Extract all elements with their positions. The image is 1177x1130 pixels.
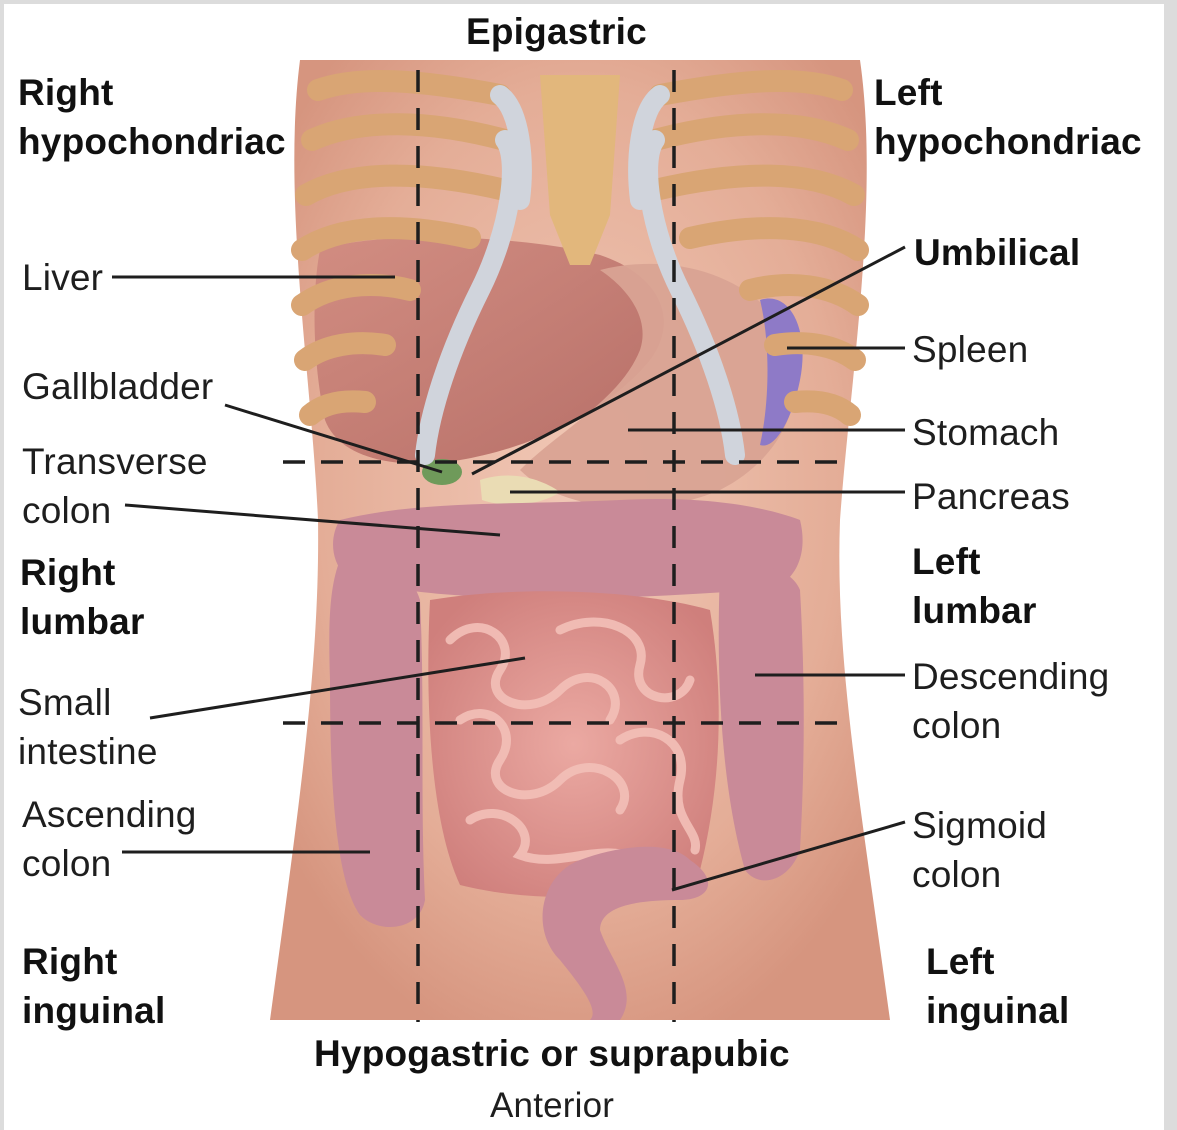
label-spleen: Spleen: [912, 325, 1028, 374]
label-right-hypochondriac: Right hypochondriac: [18, 68, 286, 166]
label-left-lumbar: Left lumbar: [912, 537, 1037, 635]
label-descending-colon-line2: colon: [912, 701, 1109, 750]
label-small-intestine: Small intestine: [18, 678, 158, 776]
label-right-inguinal-line2: inguinal: [22, 986, 165, 1035]
label-pancreas: Pancreas: [912, 472, 1070, 521]
label-right-hypochondriac-line1: Right: [18, 68, 286, 117]
label-right-lumbar-line2: lumbar: [20, 597, 145, 646]
label-left-lumbar-line1: Left: [912, 537, 1037, 586]
label-ascending-colon: Ascending colon: [22, 790, 197, 888]
label-right-lumbar-line1: Right: [20, 548, 145, 597]
label-left-hypochondriac-line1: Left: [874, 68, 1142, 117]
label-anterior-view: Anterior: [490, 1083, 614, 1129]
label-left-hypochondriac-line2: hypochondriac: [874, 117, 1142, 166]
label-small-intestine-line1: Small: [18, 678, 158, 727]
label-transverse-colon: Transverse colon: [22, 437, 208, 535]
label-left-lumbar-line2: lumbar: [912, 586, 1037, 635]
label-epigastric: Epigastric: [466, 7, 647, 56]
label-small-intestine-line2: intestine: [18, 727, 158, 776]
label-sigmoid-colon-line2: colon: [912, 850, 1047, 899]
label-liver: Liver: [22, 253, 103, 302]
label-ascending-colon-line2: colon: [22, 839, 197, 888]
label-right-inguinal: Right inguinal: [22, 937, 165, 1035]
label-left-inguinal-line1: Left: [926, 937, 1069, 986]
label-transverse-colon-line2: colon: [22, 486, 208, 535]
label-right-inguinal-line1: Right: [22, 937, 165, 986]
label-right-lumbar: Right lumbar: [20, 548, 145, 646]
label-left-hypochondriac: Left hypochondriac: [874, 68, 1142, 166]
label-descending-colon: Descending colon: [912, 652, 1109, 750]
label-left-inguinal-line2: inguinal: [926, 986, 1069, 1035]
ascending-colon-shape: [329, 560, 425, 927]
label-sigmoid-colon: Sigmoid colon: [912, 801, 1047, 899]
label-umbilical: Umbilical: [914, 228, 1080, 277]
label-descending-colon-line1: Descending: [912, 652, 1109, 701]
label-stomach: Stomach: [912, 408, 1059, 457]
label-transverse-colon-line1: Transverse: [22, 437, 208, 486]
label-right-hypochondriac-line2: hypochondriac: [18, 117, 286, 166]
label-gallbladder: Gallbladder: [22, 362, 213, 411]
label-sigmoid-colon-line1: Sigmoid: [912, 801, 1047, 850]
label-ascending-colon-line1: Ascending: [22, 790, 197, 839]
label-left-inguinal: Left inguinal: [926, 937, 1069, 1035]
label-hypogastric: Hypogastric or suprapubic: [314, 1029, 790, 1078]
